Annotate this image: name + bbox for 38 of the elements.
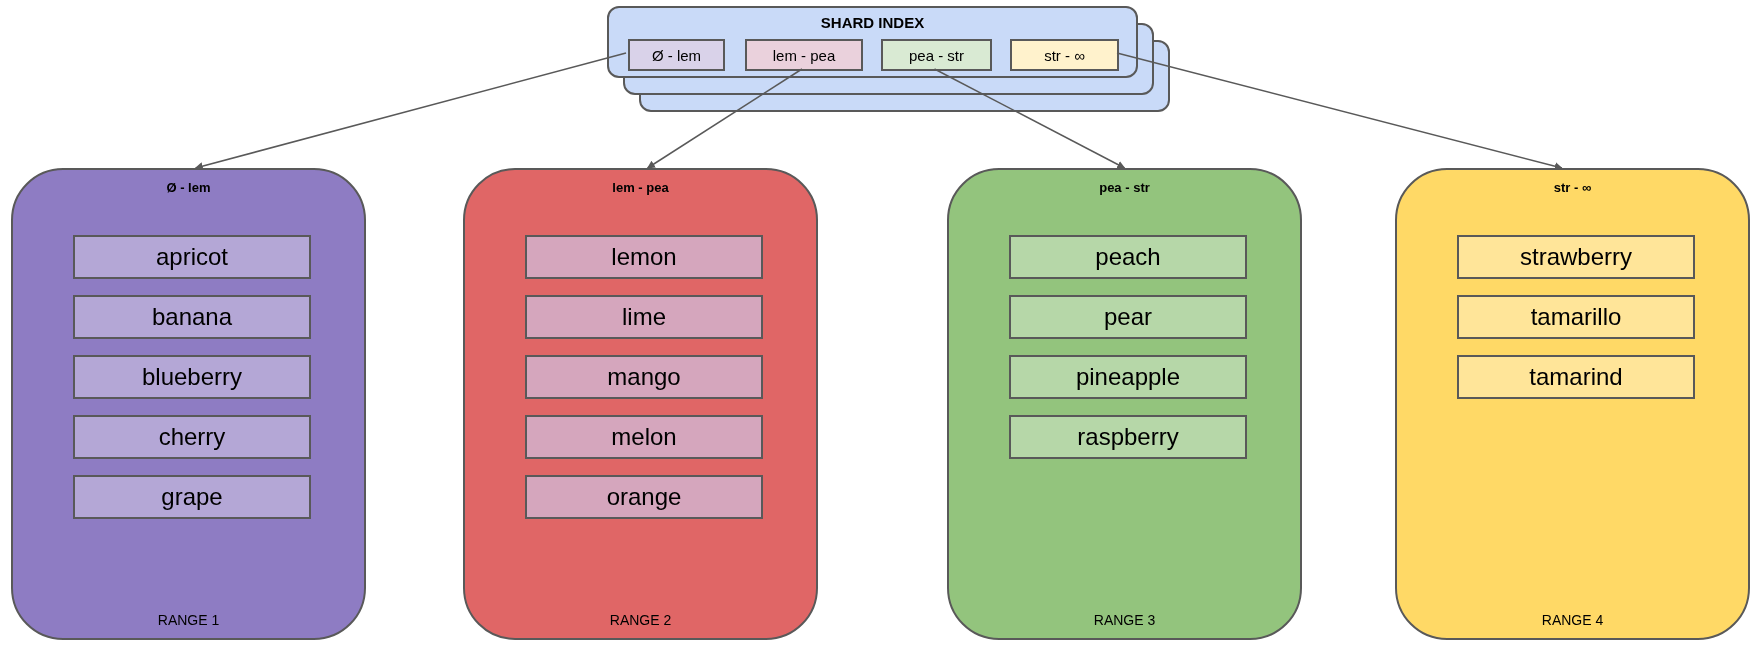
shard-index-card (607, 6, 1138, 78)
key-range-box: Ø - lem (628, 39, 725, 71)
key-item: pineapple (1009, 355, 1247, 399)
key-item: cherry (73, 415, 311, 459)
key-item: blueberry (73, 355, 311, 399)
range-label: RANGE 1 (156, 612, 221, 628)
key-item: lemon (525, 235, 763, 279)
range-title: str - ∞ (1552, 180, 1593, 195)
key-range-box: lem - pea (745, 39, 863, 71)
key-item: grape (73, 475, 311, 519)
range-shard (11, 168, 366, 640)
range-title: pea - str (1098, 180, 1151, 195)
range-label: RANGE 4 (1540, 612, 1605, 628)
arrow (933, 68, 1126, 169)
key-item: peach (1009, 235, 1247, 279)
range-title: Ø - lem (165, 180, 212, 195)
key-item: tamarillo (1457, 295, 1695, 339)
range-label: RANGE 2 (608, 612, 673, 628)
key-range-box: str - ∞ (1010, 39, 1119, 71)
arrow (194, 52, 627, 170)
key-item: apricot (73, 235, 311, 279)
key-item: pear (1009, 295, 1247, 339)
range-shard (463, 168, 818, 640)
range-label: RANGE 3 (1092, 612, 1157, 628)
key-item: melon (525, 415, 763, 459)
key-item: raspberry (1009, 415, 1247, 459)
range-title: lem - pea (611, 180, 670, 195)
index-title: SHARD INDEX (819, 14, 926, 31)
range-shard (947, 168, 1302, 640)
key-range-box: pea - str (881, 39, 992, 71)
key-item: orange (525, 475, 763, 519)
key-item: mango (525, 355, 763, 399)
key-item: strawberry (1457, 235, 1695, 279)
key-item: banana (73, 295, 311, 339)
key-item: tamarind (1457, 355, 1695, 399)
range-shard (1395, 168, 1750, 640)
arrow (1116, 52, 1563, 171)
key-item: lime (525, 295, 763, 339)
